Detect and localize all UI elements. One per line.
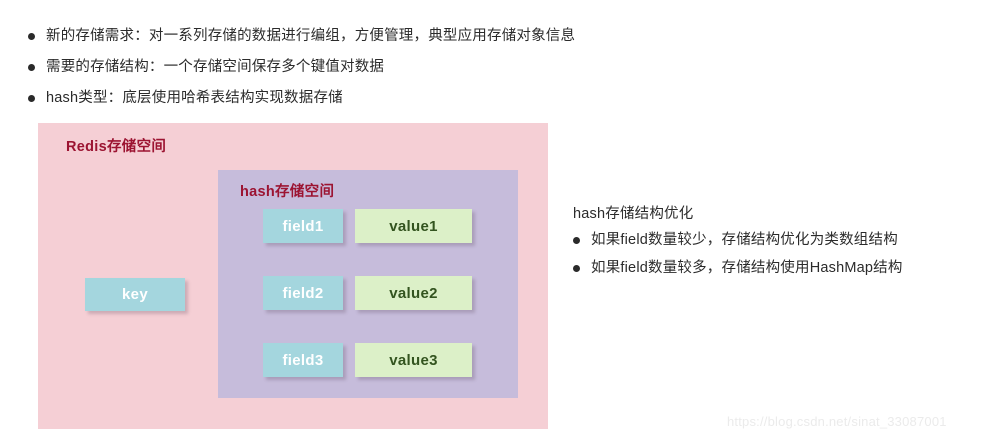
optimization-notes: hash存储结构优化 如果field数量较少，存储结构优化为类数组结构 如果fi… (573, 203, 973, 286)
bullet-dot-icon (28, 33, 35, 40)
list-item-label: 如果field数量较多，存储结构使用HashMap结构 (591, 260, 903, 276)
value-box: value2 (355, 276, 472, 310)
bullet-dot-icon (573, 265, 580, 272)
redis-storage-space-label: Redis存储空间 (66, 139, 167, 155)
redis-storage-space-container: Redis存储空间 key hash存储空间 field1 value1 fie… (38, 123, 548, 429)
hash-storage-space-container: hash存储空间 field1 value1 field2 value2 fie… (218, 170, 518, 398)
key-box: key (85, 278, 185, 311)
list-item: 需要的存储结构：一个存储空间保存多个键值对数据 (28, 57, 728, 77)
watermark: https://blog.csdn.net/sinat_33087001 (727, 414, 947, 429)
bullet-dot-icon (28, 95, 35, 102)
value-box: value1 (355, 209, 472, 243)
value-box: value3 (355, 343, 472, 377)
intro-bullet-list: 新的存储需求：对一系列存储的数据进行编组，方便管理，典型应用存储对象信息 需要的… (28, 26, 728, 119)
bullet-dot-icon (573, 237, 580, 244)
list-item-label: 新的存储需求：对一系列存储的数据进行编组，方便管理，典型应用存储对象信息 (46, 28, 576, 44)
list-item: hash类型：底层使用哈希表结构实现数据存储 (28, 88, 728, 108)
list-item: 新的存储需求：对一系列存储的数据进行编组，方便管理，典型应用存储对象信息 (28, 26, 728, 46)
list-item-label: 需要的存储结构：一个存储空间保存多个键值对数据 (46, 59, 385, 75)
field-box: field3 (263, 343, 343, 377)
field-box: field2 (263, 276, 343, 310)
bullet-dot-icon (28, 64, 35, 71)
notes-title: hash存储结构优化 (573, 206, 694, 222)
list-item: 如果field数量较少，存储结构优化为类数组结构 (573, 230, 973, 250)
list-item: 如果field数量较多，存储结构使用HashMap结构 (573, 258, 973, 278)
list-item-label: hash类型：底层使用哈希表结构实现数据存储 (46, 90, 343, 106)
field-box: field1 (263, 209, 343, 243)
hash-storage-space-label: hash存储空间 (240, 184, 335, 200)
list-item-label: 如果field数量较少，存储结构优化为类数组结构 (591, 232, 898, 248)
